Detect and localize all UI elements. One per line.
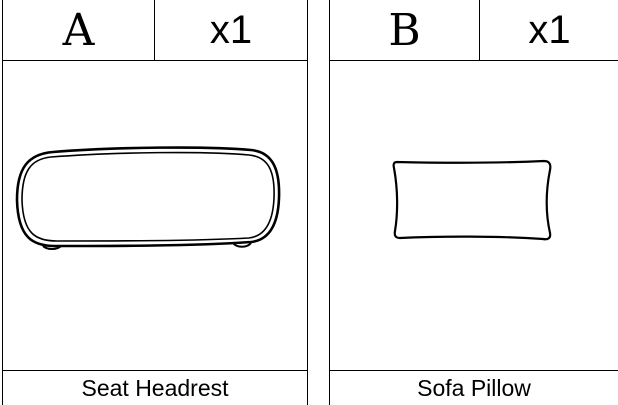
- headrest-outline-icon: [15, 146, 281, 250]
- part-quantity-cell: x1: [155, 0, 307, 61]
- part-card-a: A x1 Seat Headrest: [2, 0, 308, 405]
- part-letter: B: [388, 5, 421, 56]
- part-letter: A: [62, 5, 95, 56]
- part-letter-cell: B: [330, 0, 480, 61]
- part-letter-cell: A: [3, 0, 155, 61]
- part-quantity: x1: [209, 8, 253, 52]
- part-card-b: B x1 Sofa Pillow: [329, 0, 618, 405]
- part-header-b: B x1: [330, 0, 618, 61]
- part-quantity: x1: [528, 8, 571, 52]
- pillow-outline-icon: [392, 159, 552, 241]
- part-quantity-cell: x1: [480, 0, 618, 61]
- part-header-a: A x1: [3, 0, 307, 61]
- part-name-label: Sofa Pillow: [330, 370, 618, 405]
- part-name-label: Seat Headrest: [3, 370, 307, 405]
